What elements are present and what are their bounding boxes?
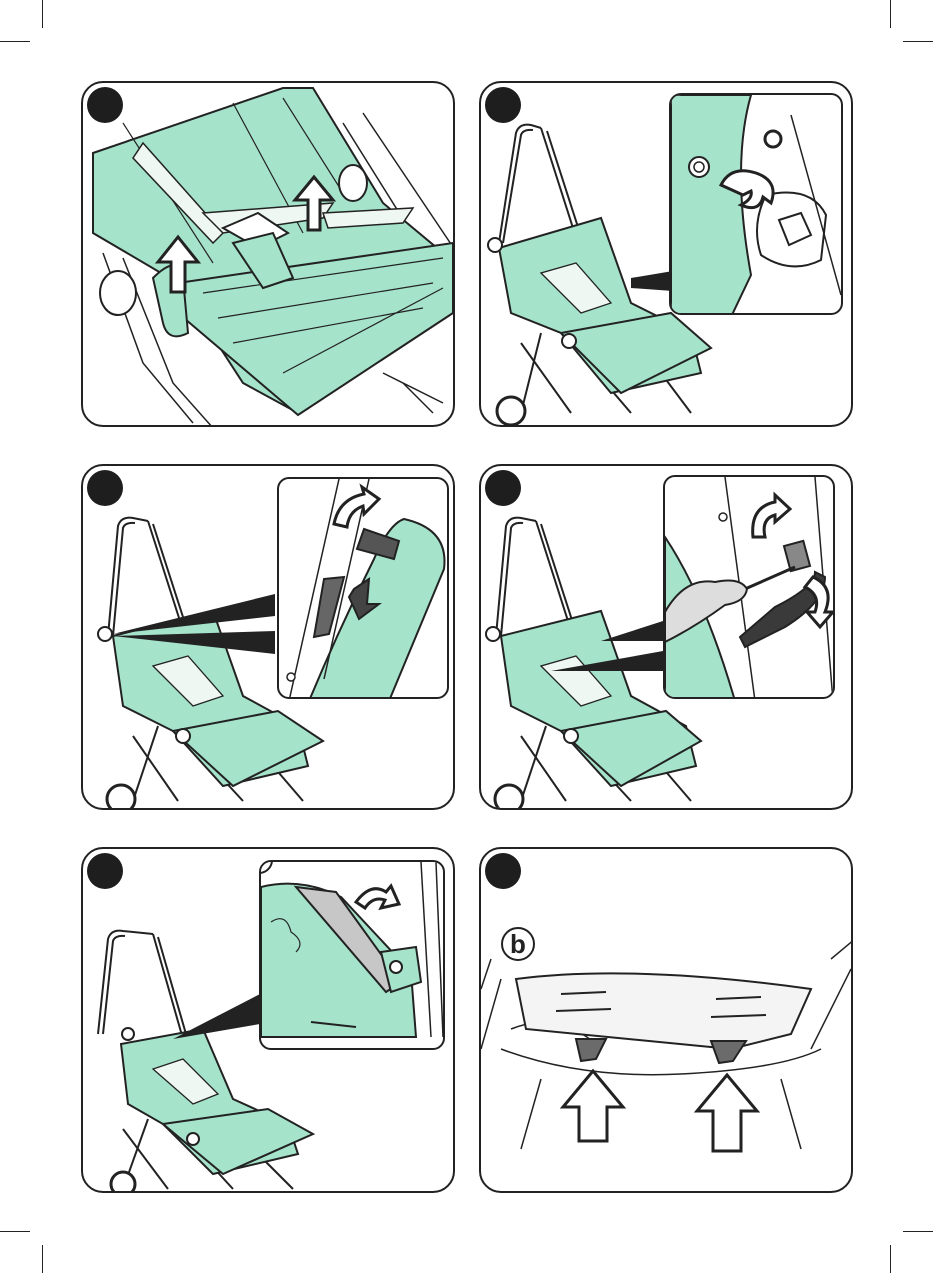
- step-number-dot: [485, 470, 521, 506]
- crop-mark: [42, 0, 43, 28]
- step-number-dot: [485, 853, 521, 889]
- crop-mark: [0, 1231, 30, 1232]
- step-number-dot: [87, 87, 123, 123]
- crop-mark: [0, 41, 30, 42]
- panel-step-5: [81, 847, 455, 1193]
- panel-step-1: [81, 81, 455, 427]
- detail-inset: [259, 860, 445, 1050]
- step-number-dot: [87, 853, 123, 889]
- detail-inset: [669, 93, 843, 315]
- panel-step-2: [479, 81, 853, 427]
- screwdriver-detail: [665, 477, 835, 699]
- crop-mark: [890, 1245, 891, 1273]
- detail-inset: [277, 477, 449, 699]
- panel-step-3: [81, 464, 455, 810]
- panel-step-6: b: [479, 847, 853, 1193]
- underside-illustration: [481, 849, 853, 1193]
- step-number-dot: [87, 470, 123, 506]
- crop-mark: [42, 1245, 43, 1273]
- seat-fabric-detail: [261, 862, 445, 1050]
- detail-inset: [663, 475, 835, 699]
- seat-closeup-illustration: [83, 83, 455, 427]
- step-number-dot: [485, 87, 521, 123]
- knob-rotate-detail: [671, 95, 843, 315]
- crop-mark: [903, 41, 933, 42]
- buckle-detail: [279, 479, 449, 699]
- panel-step-4: [479, 464, 853, 810]
- callout-badge-b: b: [501, 927, 535, 961]
- crop-mark: [890, 0, 891, 28]
- crop-mark: [903, 1231, 933, 1232]
